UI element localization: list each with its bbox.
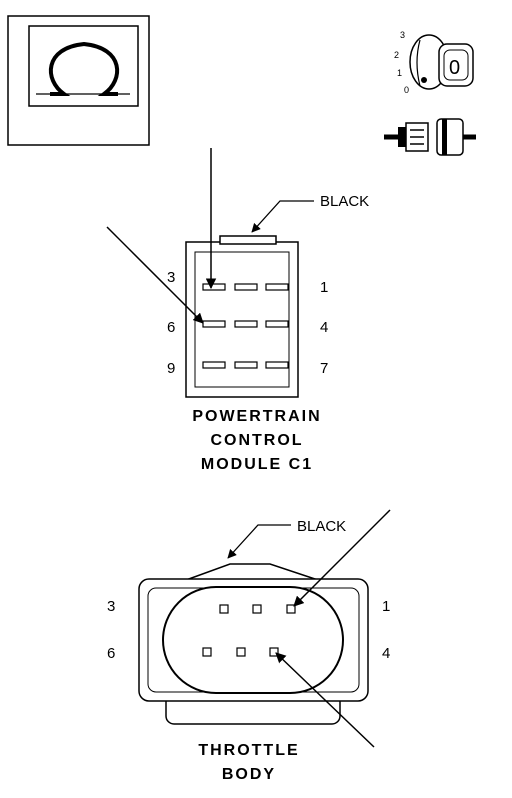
throttle-pin-label-4: 4 [382, 645, 390, 662]
pcm-title-line-1: POWERTRAIN [192, 408, 321, 425]
pcm-color-label: BLACK [320, 193, 369, 210]
throttle-title-line-1: THROTTLE [198, 742, 299, 759]
key-label: 0 [449, 57, 460, 79]
key-position-2: 2 [394, 50, 399, 60]
pcm-color-leader [251, 200, 314, 233]
pcm-c1-connector: 3 6 9 1 4 7 [167, 235, 328, 398]
pcm-pin-label-7: 7 [320, 360, 328, 377]
ignition-key-icon: 3 2 1 0 0 [394, 30, 474, 95]
throttle-title-line-2: BODY [222, 766, 276, 783]
pcm-pin-label-9: 9 [167, 360, 175, 377]
pcm-pin-label-4: 4 [320, 319, 328, 336]
pcm-title-line-3: MODULE C1 [201, 456, 313, 473]
throttle-probe-arrow-pin4 [275, 652, 375, 748]
throttle-pin-label-3: 3 [107, 598, 115, 615]
pcm-pin-label-1: 1 [320, 279, 328, 296]
key-position-0: 0 [404, 85, 409, 95]
throttle-pin-cavities [202, 604, 296, 657]
throttle-color-leader [227, 524, 291, 559]
ohmmeter-icon [7, 15, 150, 146]
key-position-3: 3 [400, 30, 405, 40]
throttle-color-label: BLACK [297, 518, 346, 535]
throttle-pin-label-6: 6 [107, 645, 115, 662]
throttle-body-connector: 3 6 1 4 [107, 563, 390, 725]
throttle-probe-arrow-pin1 [293, 509, 391, 607]
pcm-pin-label-6: 6 [167, 319, 175, 336]
pcm-pin-label-3: 3 [167, 269, 175, 286]
pcm-probe-arrow-pin6 [106, 226, 204, 324]
key-position-1: 1 [397, 68, 402, 78]
pcm-title-line-2: CONTROL [210, 432, 303, 449]
disconnected-connector-icon [384, 118, 476, 156]
throttle-pin-label-1: 1 [382, 598, 390, 615]
